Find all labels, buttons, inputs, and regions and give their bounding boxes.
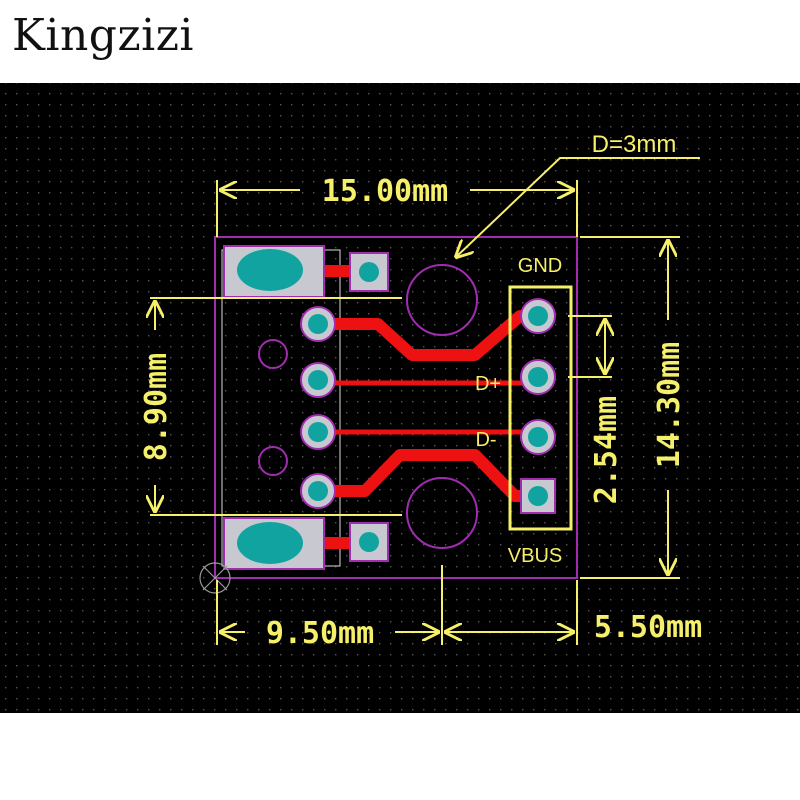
shield-pad-top — [223, 245, 325, 298]
dimension-height: 14.30mm — [652, 342, 687, 468]
square-pad-top — [349, 252, 389, 292]
mounting-hole-bottom — [406, 477, 478, 549]
brand-logo: Kingzizi — [12, 10, 194, 61]
dimension-lines — [150, 157, 700, 645]
shield-pad-bottom — [223, 517, 325, 570]
pin-label-dminus: D- — [475, 429, 496, 451]
dimension-left-offset: 9.50mm — [266, 616, 374, 651]
pin-label-vbus: VBUS — [508, 545, 562, 567]
pin-label-dplus: D+ — [475, 373, 501, 395]
mounting-hole-top — [406, 264, 478, 336]
usb-pin-pads — [300, 306, 336, 509]
header-pads — [520, 298, 556, 514]
dimension-width: 15.00mm — [322, 174, 448, 209]
pin-header-outline — [508, 285, 573, 531]
square-pad-bottom — [349, 522, 389, 562]
origin-crosshair-icon — [199, 562, 231, 594]
dimension-pin-pitch: 2.54mm — [589, 396, 624, 504]
locating-hole — [258, 339, 288, 369]
board-outline — [214, 236, 578, 579]
dimension-right-offset: 5.50mm — [594, 610, 702, 645]
pin-label-gnd: GND — [518, 255, 562, 277]
dimension-connector-pitch: 8.90mm — [139, 353, 174, 461]
dimension-hole-diameter: D=3mm — [592, 131, 677, 158]
locating-hole — [258, 446, 288, 476]
